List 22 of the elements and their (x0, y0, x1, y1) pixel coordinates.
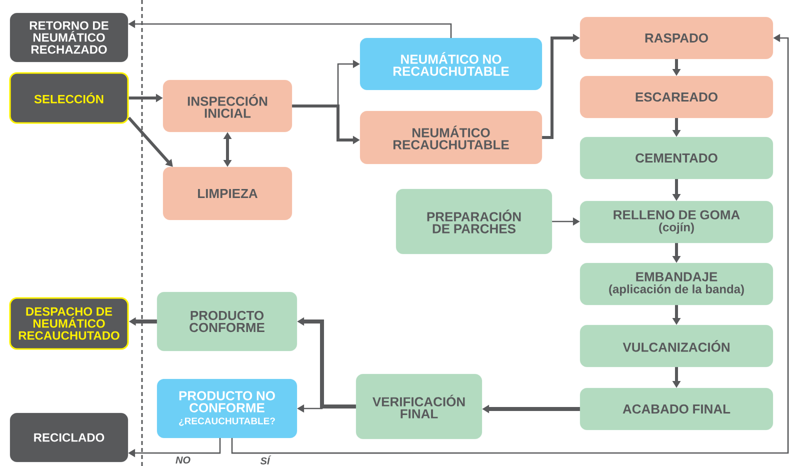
process-box: VERIFICACIÓN FINAL (356, 374, 482, 440)
process-box: RELLENO DE GOMA (cojín) (580, 200, 774, 244)
process-box: NEUMÁTICO NO RECAUCHUTABLE (360, 38, 542, 90)
process-box: ESCAREADO (580, 76, 774, 118)
process-box: NEUMÁTICO RECAUCHUTABLE (360, 110, 542, 164)
arrow (128, 116, 173, 167)
terminal-box: RECICLADO (10, 412, 128, 462)
edge-label: NO (174, 455, 192, 465)
process-box: RASPADO (580, 16, 774, 60)
process-box: INSPECCIÓN INICIAL (162, 80, 292, 132)
process-box: PRODUCTO NO CONFORME ¿RECAUCHUTABLE? (156, 378, 298, 438)
process-box: LIMPIEZA (162, 166, 292, 220)
process-box: ACABADO FINAL (580, 388, 774, 430)
process-box: CEMENTADO (580, 136, 774, 180)
terminal-box: RETORNO DE NEUMÁTICO RECHAZADO (10, 12, 128, 62)
terminal-box: SELECCIÓN (9, 72, 129, 124)
process-box: PRODUCTO CONFORME (156, 292, 298, 352)
process-box: VULCANIZACIÓN (580, 324, 774, 368)
terminal-box: DESPACHO DE NEUMÁTICO RECAUCHUTADO (9, 297, 129, 350)
process-box: PREPARACIÓN DE PARCHES (396, 188, 552, 254)
process-box: EMBANDAJE (aplicación de la banda) (580, 262, 774, 306)
edge-label: SÍ (259, 454, 272, 466)
